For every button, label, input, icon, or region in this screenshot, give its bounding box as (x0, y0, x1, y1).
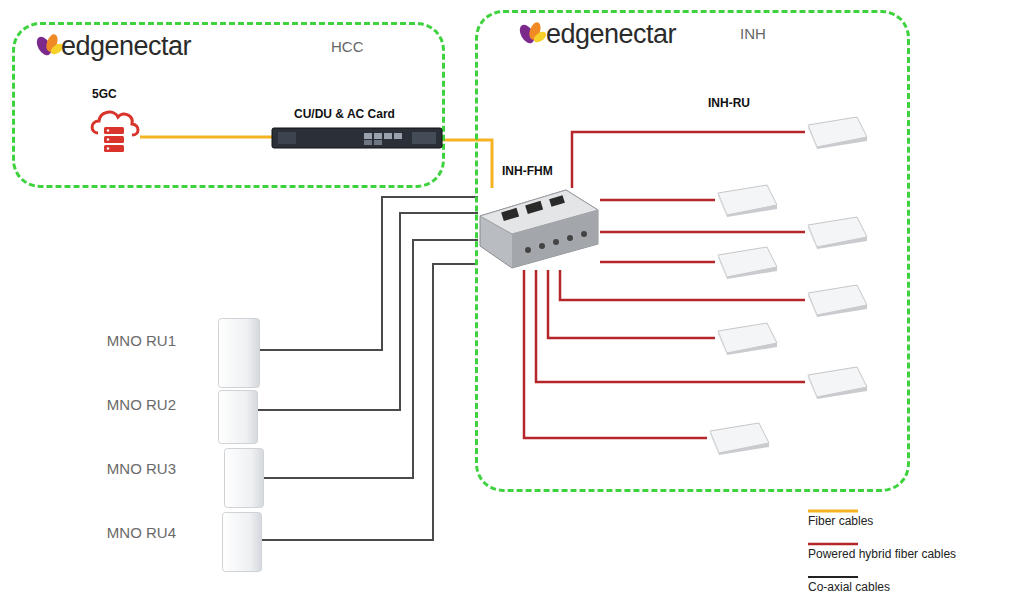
fhm-picture (478, 188, 600, 270)
legend-line-sample (808, 574, 860, 580)
cabinet-shape (218, 318, 260, 388)
node-label: 5GC (92, 87, 117, 101)
operator-radio-cabinet: MNO RU2 (218, 390, 258, 444)
node-label: MNO RU3 (107, 460, 176, 477)
logo-mark (35, 33, 65, 59)
radio-unit (805, 365, 869, 399)
operator-radio-cabinet: MNO RU1 (218, 318, 260, 388)
cable-connector (600, 261, 715, 264)
inhru-picture (805, 283, 869, 317)
inhru-picture (805, 365, 869, 399)
cabinet-shape (218, 390, 258, 444)
radio-unit (805, 283, 869, 317)
region-boundary: edgenectar INH INH-FHM INH-RU (475, 10, 910, 492)
legend-line-sample (808, 508, 860, 514)
inhru-picture (715, 183, 779, 217)
node-label: INH-FHM (502, 164, 553, 178)
cudu-picture (272, 128, 442, 148)
inhru-picture (805, 115, 869, 149)
legend-item: Fiber cables (808, 508, 873, 528)
radio-unit (715, 321, 779, 355)
cable-connector (442, 140, 492, 188)
logo-mark (518, 21, 548, 47)
cabinet-shape (224, 448, 264, 508)
cable-connector (140, 136, 272, 139)
fronthaul-multiplexer: INH-FHM (478, 188, 600, 270)
legend-label: Powered hybrid fiber cables (808, 547, 956, 561)
node-label: MNO RU1 (107, 332, 176, 349)
g5-picture (88, 103, 140, 153)
cable-connector (262, 264, 478, 540)
region-title: HCC (331, 38, 364, 55)
brand-name: edgenectar (546, 20, 676, 50)
radio-unit: INH-RU (805, 115, 869, 149)
cable-connector (524, 270, 707, 438)
node-label: INH-RU (708, 96, 750, 110)
radio-unit (715, 245, 779, 279)
inhru-picture (715, 321, 779, 355)
legend-item: Co-axial cables (808, 574, 890, 594)
cable-connector (536, 270, 805, 382)
legend-item: Powered hybrid fiber cables (808, 541, 956, 561)
server-unit: CU/DU & AC Card (272, 128, 442, 148)
inhru-picture (805, 215, 869, 249)
cable-connector (600, 231, 805, 234)
core-cloud-icon: 5GC (88, 103, 140, 153)
cable-connector (258, 213, 478, 410)
region-boundary: edgenectar HCC 5GC CU/DU & AC Card (12, 22, 445, 188)
node-label: MNO RU4 (107, 524, 176, 541)
cabinet-shape (222, 512, 262, 572)
radio-unit (805, 215, 869, 249)
radio-unit (707, 421, 771, 455)
radio-unit (715, 183, 779, 217)
cable-connector (560, 270, 805, 300)
brand-name: edgenectar (61, 32, 191, 62)
legend-label: Fiber cables (808, 514, 873, 528)
inhru-picture (715, 245, 779, 279)
cable-connector (572, 132, 805, 188)
operator-radio-cabinet: MNO RU3 (224, 448, 264, 508)
node-label: MNO RU2 (107, 396, 176, 413)
legend-line-sample (808, 541, 860, 547)
cable-connector (260, 197, 478, 350)
region-title: INH (740, 25, 766, 42)
inhru-picture (707, 421, 771, 455)
cable-connector (600, 199, 715, 202)
operator-radio-cabinet: MNO RU4 (222, 512, 262, 572)
node-label: CU/DU & AC Card (294, 107, 395, 121)
cable-connector (548, 270, 715, 338)
legend-label: Co-axial cables (808, 580, 890, 594)
cable-connector (264, 240, 478, 478)
